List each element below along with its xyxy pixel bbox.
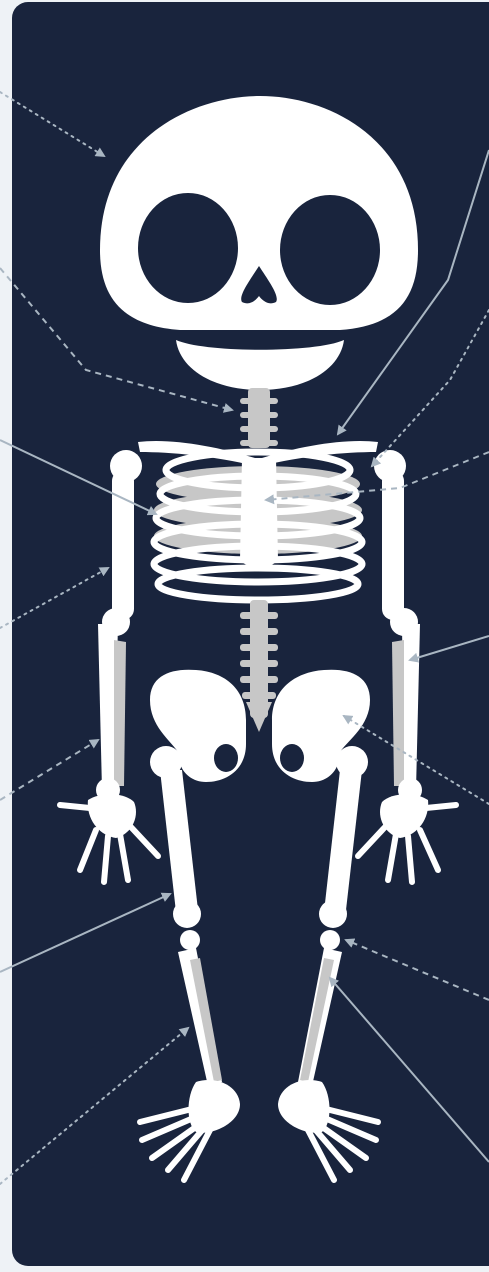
sternum: [240, 458, 278, 568]
left-eye-socket: [138, 193, 238, 303]
right-eye-socket: [280, 195, 380, 305]
